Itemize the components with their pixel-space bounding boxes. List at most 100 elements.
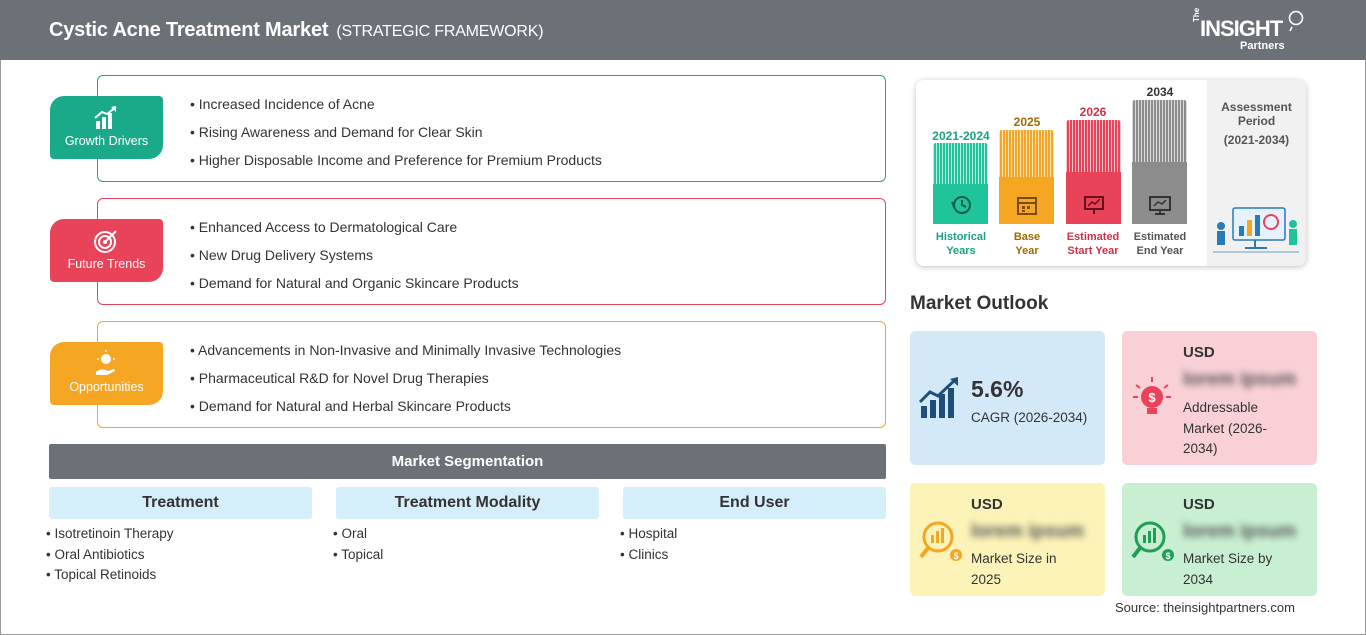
magnifier-chart-icon: $ xyxy=(1131,521,1174,561)
cagr-label: CAGR (2026-2034) xyxy=(971,410,1088,425)
size-2034-value: lorem ipsum xyxy=(1183,521,1296,542)
timeline-caption-historical: Historical Years xyxy=(921,230,1001,258)
growth-drivers-box: Increased Incidence of Acne Rising Aware… xyxy=(97,75,886,182)
addressable-value: lorem ipsum xyxy=(1183,369,1296,390)
label-line: Market Size by xyxy=(1183,551,1273,566)
segment-end-user-header: End User xyxy=(623,487,886,519)
list-item: Increased Incidence of Acne xyxy=(190,96,602,124)
list-item: Higher Disposable Income and Preference … xyxy=(190,152,602,180)
caption-line: Base xyxy=(1013,231,1041,243)
label-line: 2034) xyxy=(1183,441,1218,456)
page-subtitle: (STRATEGIC FRAMEWORK) xyxy=(336,23,544,40)
growth-drivers-list: Increased Incidence of Acne Rising Aware… xyxy=(190,96,602,180)
caption-line: End Year xyxy=(1136,245,1184,257)
label-line: Addressable xyxy=(1183,400,1259,415)
size-2025-currency: USD xyxy=(971,496,1003,513)
presentation-icon xyxy=(1084,196,1104,214)
timeline-bar-start xyxy=(1066,120,1121,224)
assessment-period: (2021-2034) xyxy=(1223,133,1290,147)
list-item: Oral Antibiotics xyxy=(46,547,174,568)
source-link[interactable]: Source: theinsightpartners.com xyxy=(1115,600,1295,615)
timeline-year-start: 2026 xyxy=(1079,105,1107,119)
list-item: Enhanced Access to Dermatological Care xyxy=(190,219,519,247)
caption-line: Historical xyxy=(935,231,987,243)
list-item: Topical Retinoids xyxy=(46,567,174,588)
segment-end-user-list: Hospital Clinics xyxy=(620,526,677,567)
svg-text:$: $ xyxy=(1165,551,1170,561)
list-item: Demand for Natural and Herbal Skincare P… xyxy=(190,398,621,426)
logo-partners: Partners xyxy=(1240,40,1285,52)
caption-line: Start Year xyxy=(1067,245,1119,257)
list-item: Advancements in Non-Invasive and Minimal… xyxy=(190,342,621,370)
list-item: Oral xyxy=(333,526,383,547)
caption-line: Estimated xyxy=(1133,231,1187,243)
future-trends-list: Enhanced Access to Dermatological Care N… xyxy=(190,219,519,303)
timeline-bar-base xyxy=(999,130,1054,224)
bar-stripes xyxy=(933,143,988,184)
opportunities-list: Advancements in Non-Invasive and Minimal… xyxy=(190,342,621,426)
future-trends-badge: Future Trends xyxy=(50,219,163,282)
addressable-market-card: $ USD lorem ipsum Addressable Market (20… xyxy=(1122,331,1317,465)
timeline-caption-start: Estimated Start Year xyxy=(1053,230,1133,258)
money-bulb-icon: $ xyxy=(1133,377,1171,414)
market-size-2034-card: $ USD lorem ipsum Market Size by 2034 xyxy=(1122,483,1317,596)
list-item: Demand for Natural and Organic Skincare … xyxy=(190,275,519,303)
timeline-bar-historical xyxy=(933,143,988,224)
caption-line: Years xyxy=(946,245,976,257)
size-2025-value: lorem ipsum xyxy=(971,521,1084,542)
caption-line: Year xyxy=(1015,245,1039,257)
list-item: Topical xyxy=(333,547,383,568)
calendar-icon xyxy=(1017,197,1037,215)
list-item: Clinics xyxy=(620,547,677,568)
target-icon xyxy=(94,230,117,253)
growth-chart-icon xyxy=(918,377,958,418)
segment-treatment-list: Isotretinoin Therapy Oral Antibiotics To… xyxy=(46,526,174,588)
cagr-card: 5.6% CAGR (2026-2034) xyxy=(910,331,1105,465)
bar-stripes xyxy=(1066,120,1121,172)
opportunities-box: Advancements in Non-Invasive and Minimal… xyxy=(97,321,886,428)
timeline-caption-end: Estimated End Year xyxy=(1120,230,1200,258)
growth-chart-icon xyxy=(94,106,117,129)
caption-line: Estimated xyxy=(1066,231,1120,243)
segment-modality-header: Treatment Modality xyxy=(336,487,599,519)
list-item: Pharmaceutical R&D for Novel Drug Therap… xyxy=(190,370,621,398)
page-title-text: Cystic Acne Treatment Market xyxy=(49,19,329,41)
assessment-label-line-1: Assessment xyxy=(1221,100,1292,114)
lightbulb-hand-icon xyxy=(96,350,115,375)
label-line: Market Size in xyxy=(971,551,1057,566)
bar-stripes xyxy=(999,130,1054,177)
assessment-label: Assessment Period xyxy=(1207,100,1306,128)
market-size-2025-card: $ USD lorem ipsum Market Size in 2025 xyxy=(910,483,1105,596)
bar-stripes xyxy=(1132,100,1187,162)
page-title: Cystic Acne Treatment Market (STRATEGIC F… xyxy=(49,19,544,42)
opportunities-badge: Opportunities xyxy=(50,342,163,405)
list-item: New Drug Delivery Systems xyxy=(190,247,519,275)
assessment-panel: Assessment Period (2021-2034) xyxy=(1207,80,1306,266)
addressable-currency: USD xyxy=(1183,344,1215,361)
growth-drivers-label: Growth Drivers xyxy=(64,134,149,148)
future-trends-label: Future Trends xyxy=(67,257,146,271)
assessment-label-line-2: Period xyxy=(1237,114,1276,128)
header-bar: Cystic Acne Treatment Market (STRATEGIC F… xyxy=(0,0,1366,60)
list-item: Hospital xyxy=(620,526,677,547)
monitor-icon xyxy=(1149,196,1171,215)
segment-modality-list: Oral Topical xyxy=(333,526,383,567)
label-line: 2034 xyxy=(1183,571,1214,587)
svg-text:$: $ xyxy=(953,551,958,561)
magnifier-chart-icon: $ xyxy=(919,521,962,561)
logo-bulb-icon xyxy=(1288,10,1304,32)
history-icon xyxy=(951,196,971,214)
list-item: Isotretinoin Therapy xyxy=(46,526,173,547)
timeline-year-historical: 2021-2024 xyxy=(932,129,990,143)
growth-drivers-badge: Growth Drivers xyxy=(50,96,163,159)
timeline-year-end: 2034 xyxy=(1146,85,1174,99)
segment-treatment-header: Treatment xyxy=(49,487,312,519)
timeline-bar-end xyxy=(1132,100,1187,224)
cagr-value: 5.6% xyxy=(971,376,1024,402)
timeline-caption-base: Base Year xyxy=(987,230,1067,258)
timeline-year-base: 2025 xyxy=(1013,115,1041,129)
insight-partners-logo[interactable]: The INSIGHT Partners xyxy=(1192,8,1312,54)
opportunities-label: Opportunities xyxy=(69,380,144,394)
label-line: Market (2026- xyxy=(1183,420,1268,436)
label-line: 2025 xyxy=(971,571,1002,587)
